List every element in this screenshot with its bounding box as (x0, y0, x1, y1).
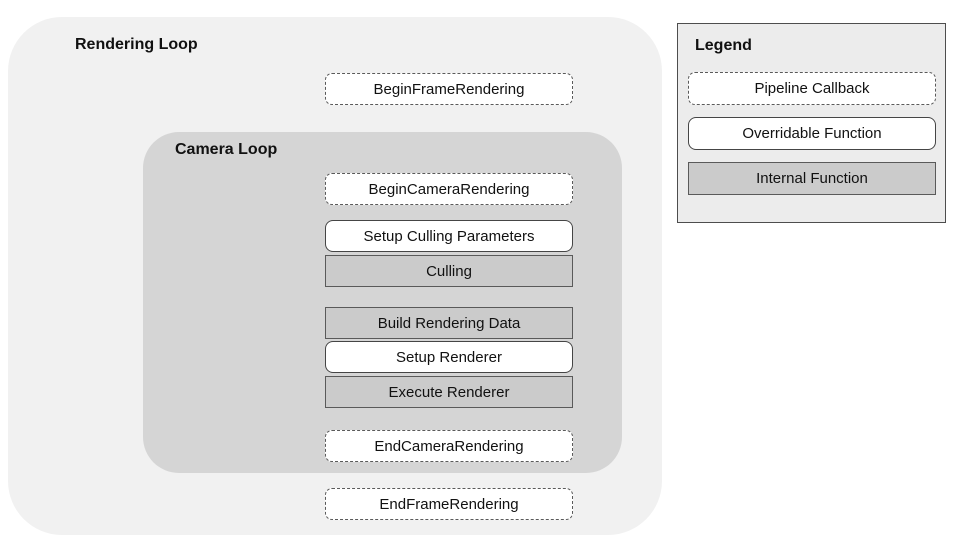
node-setup-culling-parameters: Setup Culling Parameters (325, 220, 573, 252)
legend-panel: Legend Pipeline Callback Overridable Fun… (677, 23, 946, 223)
legend-title: Legend (695, 37, 752, 54)
rendering-loop-title: Rendering Loop (75, 36, 198, 53)
legend-item-internal-function: Internal Function (688, 162, 936, 195)
node-execute-renderer: Execute Renderer (325, 376, 573, 408)
node-build-rendering-data: Build Rendering Data (325, 307, 573, 339)
node-begin-camera-rendering: BeginCameraRendering (325, 173, 573, 205)
node-end-camera-rendering: EndCameraRendering (325, 430, 573, 462)
node-end-frame-rendering: EndFrameRendering (325, 488, 573, 520)
legend-item-overridable-function: Overridable Function (688, 117, 936, 150)
node-begin-frame-rendering: BeginFrameRendering (325, 73, 573, 105)
camera-loop-title: Camera Loop (175, 141, 278, 158)
node-setup-renderer: Setup Renderer (325, 341, 573, 373)
legend-item-pipeline-callback: Pipeline Callback (688, 72, 936, 105)
node-culling: Culling (325, 255, 573, 287)
